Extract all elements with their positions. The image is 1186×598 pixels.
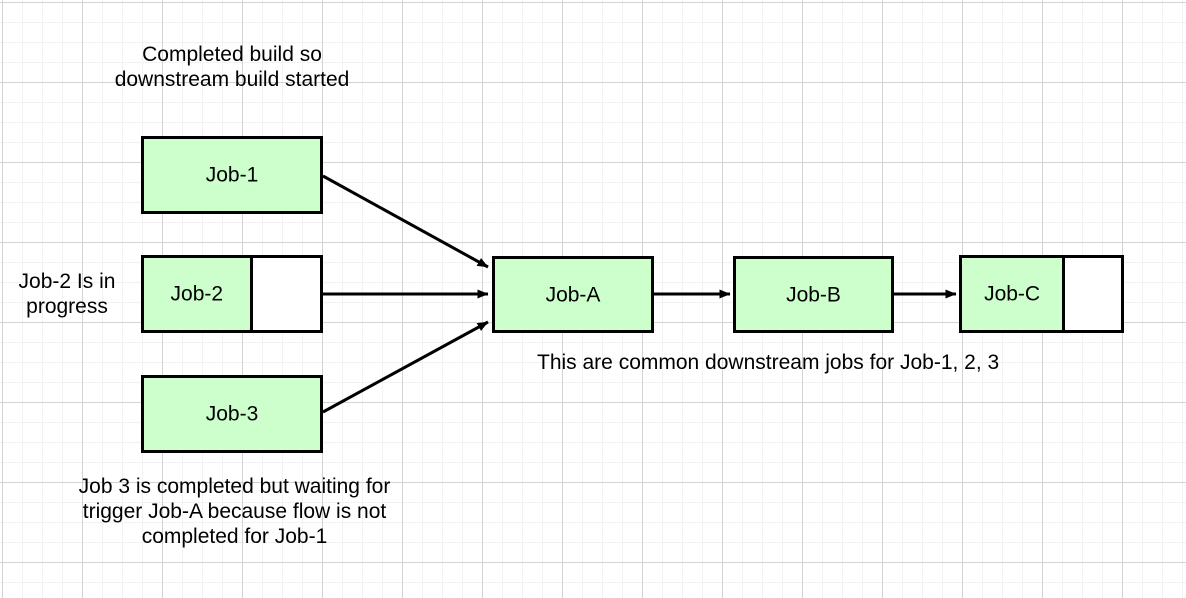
node-job-3[interactable]: Job-3 (141, 375, 323, 453)
annotation-bottom-note: Job 3 is completed but waiting for trigg… (78, 475, 391, 548)
node-job-3-progress-fill (144, 378, 320, 450)
node-job-c-label: Job-C (984, 282, 1041, 306)
node-job-1-label: Job-1 (205, 163, 259, 187)
node-job-3-label: Job-3 (205, 402, 259, 426)
annotation-middle-note: This are common downstream jobs for Job-… (537, 351, 1000, 374)
edge-job3-to-joba (322, 320, 489, 414)
edge-job1-to-joba (322, 174, 489, 269)
node-job-c[interactable]: Job-C (959, 255, 1124, 333)
node-job-c-progress-fill (962, 258, 1063, 330)
node-job-a[interactable]: Job-A (492, 256, 654, 333)
node-job-b[interactable]: Job-B (733, 256, 894, 333)
node-job-1[interactable]: Job-1 (141, 136, 323, 214)
annotation-left-note: Job-2 Is in progress (18, 270, 116, 318)
annotation-top-note: Completed build so downstream build star… (114, 43, 350, 91)
node-job-a-label: Job-A (545, 282, 601, 306)
node-job-2-label: Job-2 (170, 282, 224, 306)
node-job-b-progress-fill (736, 259, 891, 330)
node-job-a-progress-fill (495, 259, 651, 330)
node-job-2[interactable]: Job-2 (141, 255, 323, 333)
node-job-2-progress-fill (144, 258, 250, 330)
node-job-c-progress-divider (1062, 258, 1066, 330)
node-job-2-progress-divider (249, 258, 253, 330)
node-job-1-progress-fill (144, 139, 320, 211)
node-job-b-label: Job-B (786, 282, 841, 306)
